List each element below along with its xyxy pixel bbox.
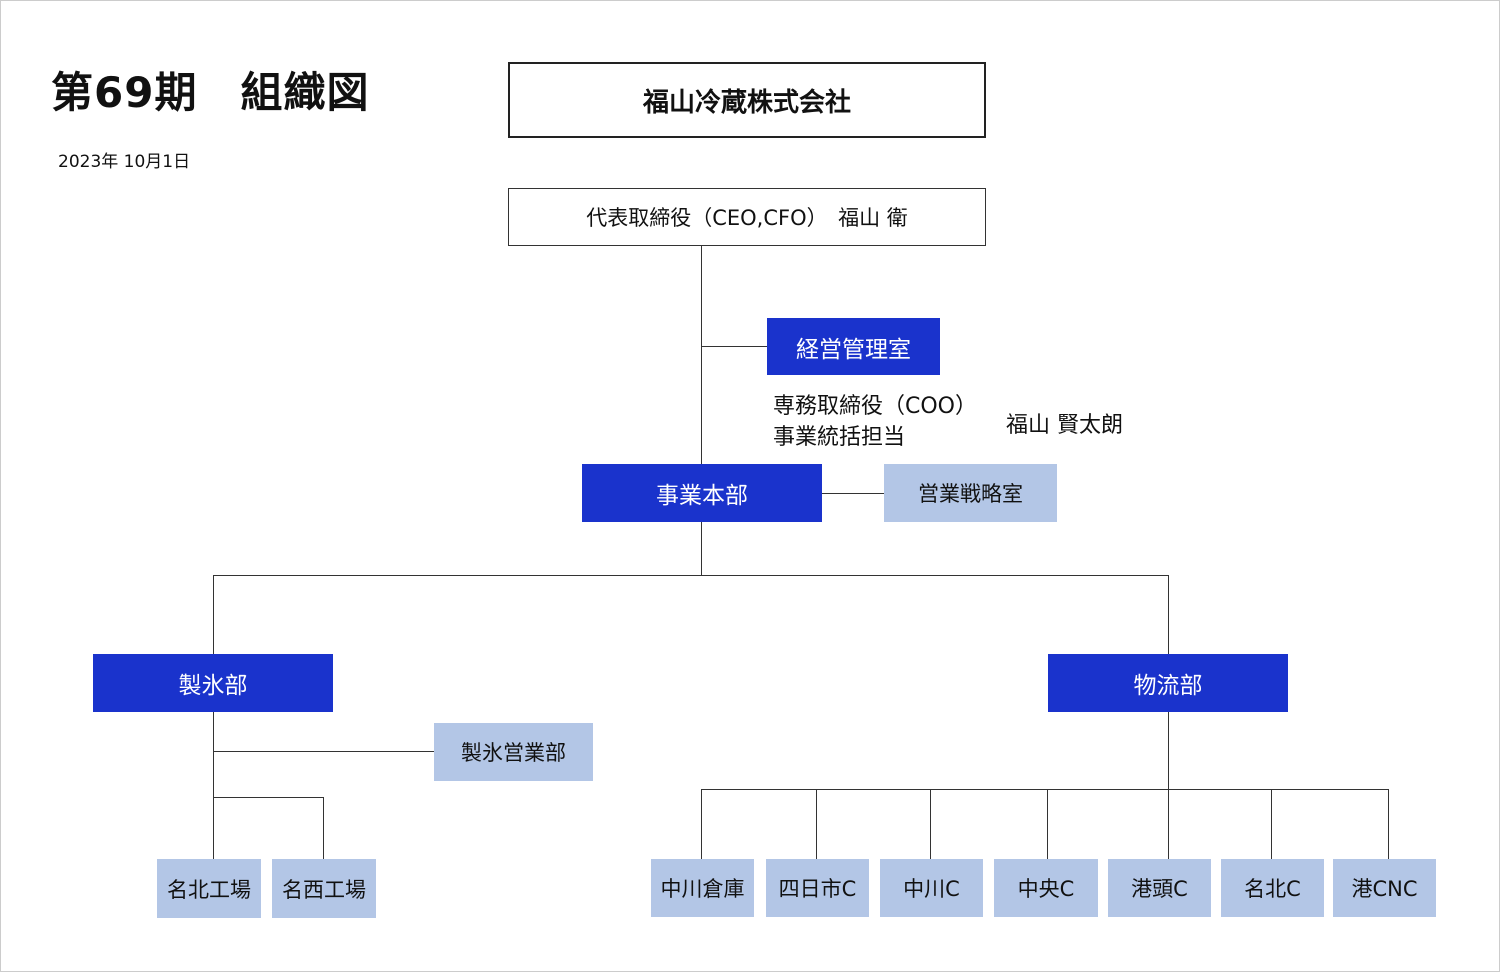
ice-sales-label: 製氷営業部 bbox=[461, 741, 566, 765]
connector-center-3 bbox=[930, 789, 931, 859]
coo-name: 福山 賢太朗 bbox=[1006, 413, 1123, 438]
ice-division-box: 製氷部 bbox=[93, 654, 333, 712]
effective-date: 2023年 10月1日 bbox=[58, 152, 191, 172]
ceo-label: 代表取締役（CEO,CFO） 福山 衛 bbox=[586, 206, 908, 230]
connector-center-4 bbox=[1047, 789, 1048, 859]
logistics-center-label: 港頭C bbox=[1131, 877, 1188, 901]
logistics-center-box: 中川C bbox=[880, 859, 983, 917]
logistics-center-label: 中川C bbox=[903, 877, 960, 901]
connector-ceo-to-hq bbox=[701, 245, 702, 465]
logistics-center-label: 四日市C bbox=[778, 877, 857, 901]
connector-factory-bar bbox=[213, 797, 324, 798]
connector-center-6 bbox=[1271, 789, 1272, 859]
logistics-center-box: 中川倉庫 bbox=[651, 859, 754, 917]
ice-sales-box: 製氷営業部 bbox=[434, 723, 593, 781]
connector-center-1 bbox=[701, 789, 702, 859]
sales-strategy-label: 営業戦略室 bbox=[918, 482, 1023, 506]
coo-title: 専務取締役（COO） 事業統括担当 bbox=[773, 391, 977, 453]
connector-to-ice-sales bbox=[213, 751, 434, 752]
logistics-center-box: 港頭C bbox=[1108, 859, 1211, 917]
logistics-center-box: 四日市C bbox=[766, 859, 869, 917]
factory-box: 名西工場 bbox=[272, 859, 376, 918]
connector-to-ice-division bbox=[213, 575, 214, 654]
factory-label: 名北工場 bbox=[167, 877, 251, 902]
logistics-center-label: 名北C bbox=[1244, 877, 1301, 901]
connector-center-bar bbox=[701, 789, 1389, 790]
connector-hq-down bbox=[701, 521, 702, 575]
sales-strategy-box: 営業戦略室 bbox=[884, 464, 1057, 522]
logistics-center-label: 港CNC bbox=[1351, 877, 1418, 901]
page-title: 第69期 組織図 bbox=[51, 68, 370, 117]
ceo-box: 代表取締役（CEO,CFO） 福山 衛 bbox=[508, 188, 986, 246]
connector-to-logistics-division bbox=[1168, 575, 1169, 654]
connector-center-2 bbox=[816, 789, 817, 859]
logistics-center-label: 中央C bbox=[1017, 877, 1075, 901]
factory-label: 名西工場 bbox=[282, 877, 366, 902]
connector-division-bar bbox=[213, 575, 1169, 576]
company-box: 福山冷蔵株式会社 bbox=[508, 62, 986, 138]
connector-center-7 bbox=[1388, 789, 1389, 859]
company-name: 福山冷蔵株式会社 bbox=[642, 87, 851, 118]
logistics-center-box: 名北C bbox=[1221, 859, 1324, 917]
logistics-center-box: 港CNC bbox=[1333, 859, 1436, 917]
logistics-division-label: 物流部 bbox=[1133, 673, 1203, 699]
coo-title-line1: 専務取締役（COO） bbox=[773, 394, 977, 419]
connector-ice-down bbox=[213, 711, 214, 859]
logistics-division-box: 物流部 bbox=[1048, 654, 1288, 712]
connector-to-management-office bbox=[701, 346, 767, 347]
factory-box: 名北工場 bbox=[157, 859, 261, 918]
connector-to-meinishi-factory bbox=[323, 797, 324, 859]
connector-to-sales-strategy bbox=[821, 493, 884, 494]
logistics-center-box: 中央C bbox=[994, 859, 1098, 917]
business-hq-box: 事業本部 bbox=[582, 464, 822, 522]
ice-division-label: 製氷部 bbox=[178, 673, 248, 699]
logistics-center-label: 中川倉庫 bbox=[660, 877, 745, 901]
management-office-box: 経営管理室 bbox=[767, 318, 940, 375]
management-office-label: 経営管理室 bbox=[796, 336, 911, 363]
coo-title-line2: 事業統括担当 bbox=[773, 425, 906, 450]
business-hq-label: 事業本部 bbox=[656, 483, 748, 509]
connector-logistics-down bbox=[1168, 711, 1169, 859]
